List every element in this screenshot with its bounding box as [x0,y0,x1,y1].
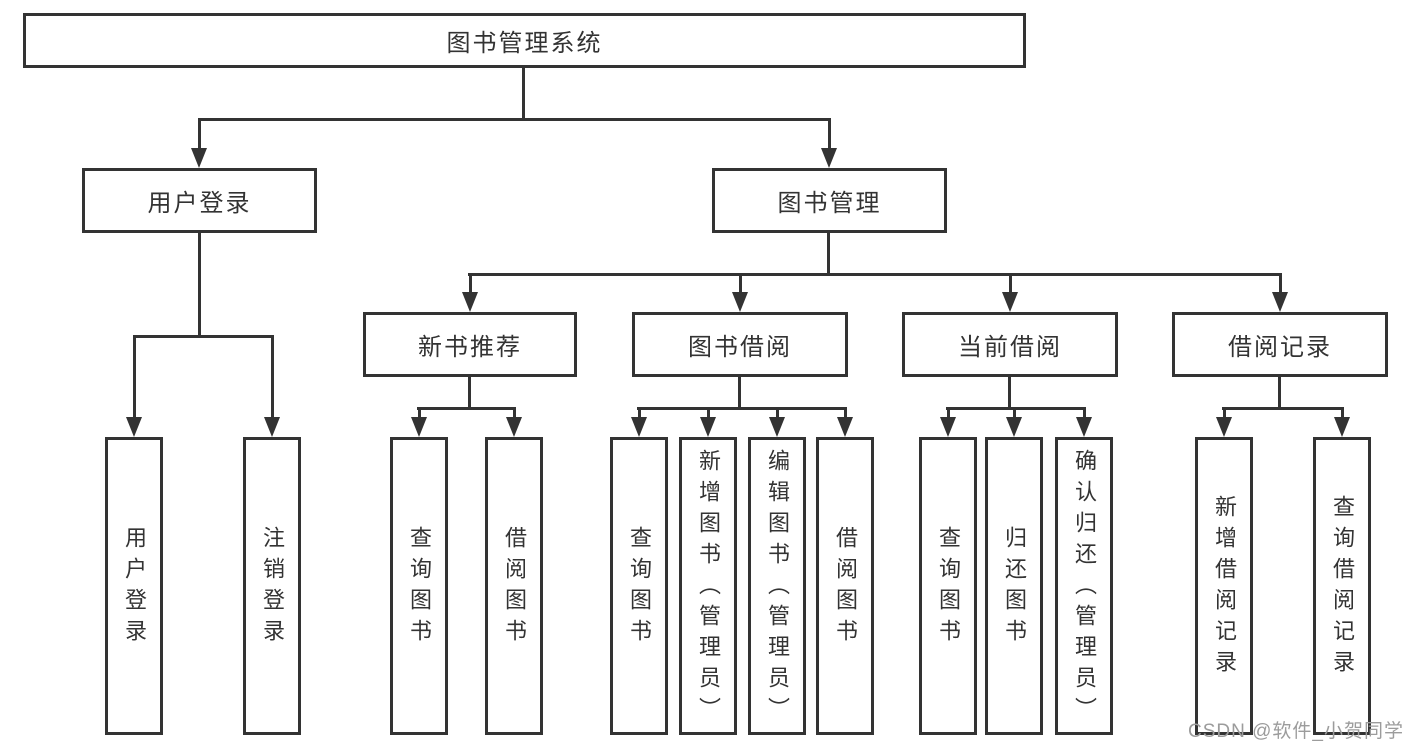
node-user-login: 用户登录 [82,168,317,233]
leaf-logout: 注销登录 [243,437,301,735]
leaf-edit-book-admin: 编辑图书（管理员） [748,437,806,735]
arrow-to-leaf-query-book-3-icon [940,407,956,437]
arrow-to-leaf-query-book-2-icon [631,407,647,437]
connector-book-borrow-horizontal [637,407,846,410]
connector-book-management-vertical [827,233,830,273]
arrow-to-leaf-logout-icon [264,335,280,437]
connector-user-login-horizontal [133,335,273,338]
connector-root-vertical [522,68,525,118]
arrow-to-leaf-borrow-book-2-icon [837,407,853,437]
leaf-query-book-2: 查询图书 [610,437,668,735]
node-current-borrow: 当前借阅 [902,312,1118,377]
connector-user-login-vertical [198,233,201,335]
arrow-to-borrow-records-icon [1272,273,1288,312]
leaf-return-book: 归还图书 [985,437,1043,735]
arrow-to-current-borrow-icon [1002,273,1018,312]
arrow-to-leaf-query-book-1-icon [411,407,427,437]
arrow-to-user-login-icon [191,118,207,168]
arrow-to-book-management-icon [821,118,837,168]
leaf-query-book-1: 查询图书 [390,437,448,735]
arrow-to-new-book-recommend-icon [462,273,478,312]
connector-borrow-records-vertical [1278,377,1281,407]
connector-current-borrow-horizontal [946,407,1085,410]
leaf-add-book-admin: 新增图书（管理员） [679,437,737,735]
arrow-to-leaf-edit-book-icon [769,407,785,437]
arrow-to-leaf-borrow-book-1-icon [506,407,522,437]
node-new-book-recommend: 新书推荐 [363,312,577,377]
leaf-user-login: 用户登录 [105,437,163,735]
arrow-to-leaf-return-book-icon [1006,407,1022,437]
connector-current-borrow-vertical [1008,377,1011,407]
csdn-watermark: CSDN @软件_小贺同学 [1188,721,1404,742]
connector-book-management-horizontal [468,273,1282,276]
arrow-to-leaf-add-record-icon [1216,407,1232,437]
connector-book-borrow-vertical [738,377,741,407]
leaf-add-borrow-record: 新增借阅记录 [1195,437,1253,735]
leaf-borrow-book-1: 借阅图书 [485,437,543,735]
connector-new-book-recommend-horizontal [417,407,516,410]
arrow-to-leaf-add-book-icon [700,407,716,437]
arrow-to-book-borrow-icon [732,273,748,312]
leaf-confirm-return-admin: 确认归还（管理员） [1055,437,1113,735]
node-borrow-records: 借阅记录 [1172,312,1388,377]
leaf-query-borrow-record: 查询借阅记录 [1313,437,1371,735]
leaf-query-book-3: 查询图书 [919,437,977,735]
arrow-to-leaf-user-login-icon [126,335,142,437]
arrow-to-leaf-confirm-return-icon [1076,407,1092,437]
node-book-borrow: 图书借阅 [632,312,848,377]
connector-root-horizontal [198,118,831,121]
arrow-to-leaf-query-record-icon [1334,407,1350,437]
connector-new-book-recommend-vertical [468,377,471,407]
leaf-borrow-book-2: 借阅图书 [816,437,874,735]
connector-borrow-records-horizontal [1222,407,1343,410]
node-root: 图书管理系统 [23,13,1026,68]
node-book-management: 图书管理 [712,168,947,233]
